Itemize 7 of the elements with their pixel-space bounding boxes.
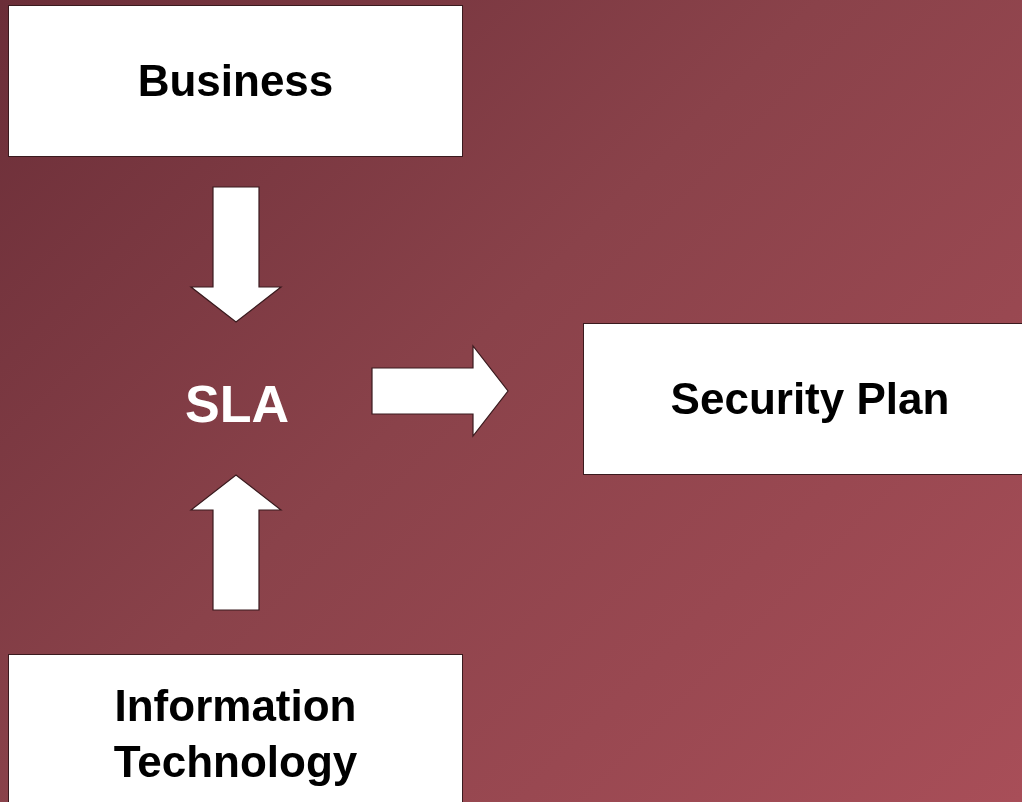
block-arrow [189, 186, 283, 323]
block-arrow [189, 474, 283, 611]
process-box: Security Plan [583, 323, 1022, 475]
process-box: Information Technology [8, 654, 463, 802]
node-label: SLA [170, 372, 304, 436]
block-arrow [371, 344, 509, 438]
process-box: Business [8, 5, 463, 157]
